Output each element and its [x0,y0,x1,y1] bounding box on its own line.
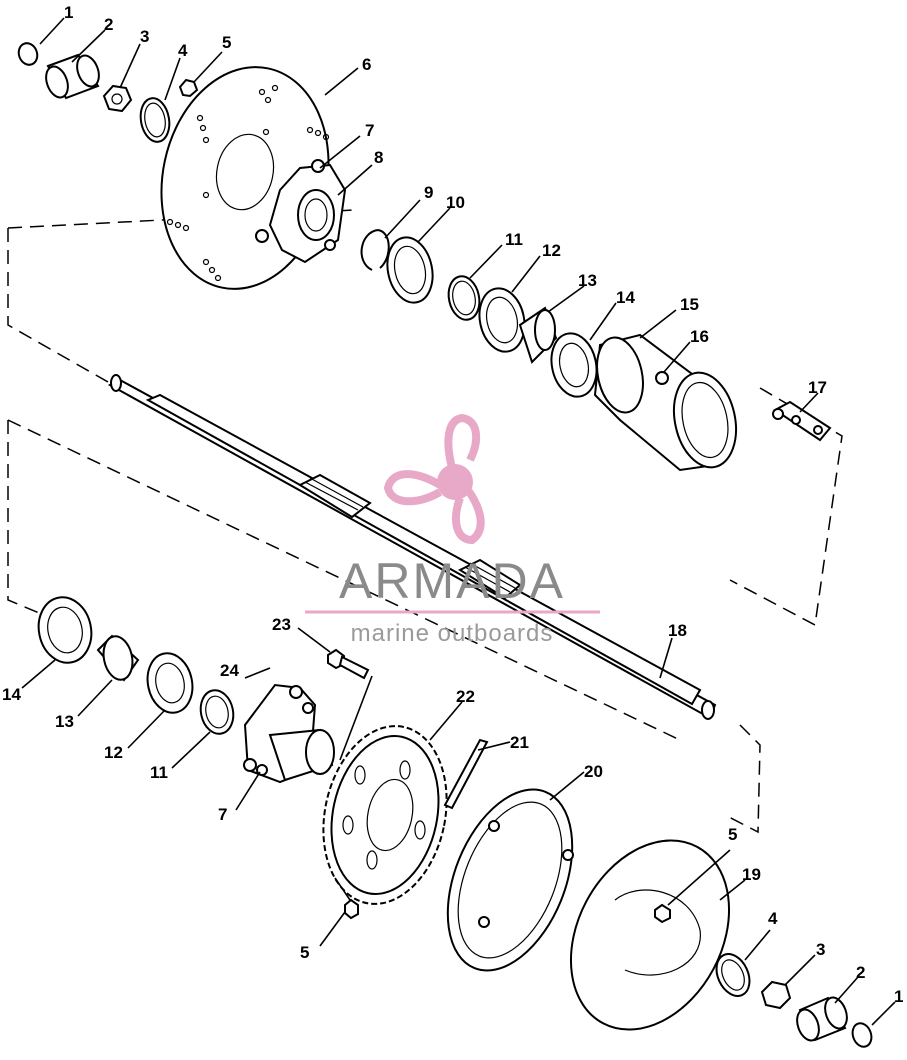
callout-13-bottom: 13 [55,712,74,731]
part-4-washer [139,97,171,143]
callout-5-right: 5 [728,825,737,844]
part-5-nut-top [178,78,199,98]
callout-15: 15 [680,295,699,314]
callout-17: 17 [808,378,827,397]
leader-lines [21,17,896,1026]
part-12-bearing-race-bottom [146,652,194,714]
callout-13-top: 13 [578,271,597,290]
part-3-nut [102,84,133,113]
callout-2-bottom: 2 [856,963,865,982]
part-17-bolts [772,400,832,442]
watermark-brand: ARMADA [339,553,565,609]
callout-18: 18 [668,621,687,640]
callout-4-bottom: 4 [768,909,778,928]
callout-12-top: 12 [542,241,561,260]
callout-20: 20 [584,762,603,781]
callout-12-bottom: 12 [104,743,123,762]
callout-11-bottom: 11 [150,763,168,782]
callout-11-top: 11 [505,230,523,249]
part-13-cone-bearing-top [518,306,558,364]
part-3-nut-bottom [760,980,792,1010]
callout-10: 10 [446,193,465,212]
part-21-chain [443,738,489,810]
callout-24: 24 [220,661,239,680]
callout-7-bottom: 7 [218,805,227,824]
callout-5-left: 5 [300,943,309,962]
part-8-hub [255,159,347,264]
watermark: ARMADA marine outboards [305,413,600,647]
part-4-washer-bottom [715,953,751,997]
callout-8: 8 [374,148,383,167]
part-14-seal-top [550,332,598,398]
part-11-ring-bottom [199,689,235,735]
callout-1-bottom: 1 [894,987,903,1006]
part-20-guard-ring [446,788,574,972]
watermark-tagline: marine outboards [351,620,554,647]
callout-2-top: 2 [104,15,113,34]
part-10-seal [386,236,434,304]
part-22-sprocket [322,725,448,920]
callout-16: 16 [690,327,709,346]
part-1-circlip-bottom [851,1022,873,1048]
part-14-seal-bottom [37,596,93,664]
callout-7-top: 7 [365,121,374,140]
part-18-axle-shaft [107,374,717,720]
callout-6: 6 [362,55,371,74]
part-19-brake-disc [569,839,731,1031]
callout-14-bottom: 14 [2,685,21,704]
callout-19: 19 [742,865,761,884]
callout-14-top: 14 [616,288,635,307]
part-13-cone-bearing-bottom [96,634,140,682]
callout-5-top: 5 [222,33,231,52]
callout-3-top: 3 [140,27,149,46]
part-2-bushing [45,53,100,100]
part-12-bearing-race-top [478,287,526,353]
part-1-circlip [17,42,39,66]
callout-23: 23 [272,615,291,634]
part-24-sprocket-hub [243,683,335,784]
callout-9: 9 [424,183,433,202]
callout-1-top: 1 [64,3,73,22]
propeller-icon [383,413,485,545]
callout-21: 21 [510,733,529,752]
callout-labels: 1 2 3 4 5 6 7 8 9 10 11 12 13 14 15 16 1… [2,3,903,1006]
callout-4-top: 4 [178,41,188,60]
part-9-snap-ring [360,229,390,271]
callout-22: 22 [456,687,475,706]
part-11-ring-top [447,275,481,321]
callout-3-bottom: 3 [816,940,825,959]
part-2-bushing-bottom [796,996,848,1042]
part-23-bolt [327,648,370,680]
part-15-bearing-housing [593,333,737,472]
